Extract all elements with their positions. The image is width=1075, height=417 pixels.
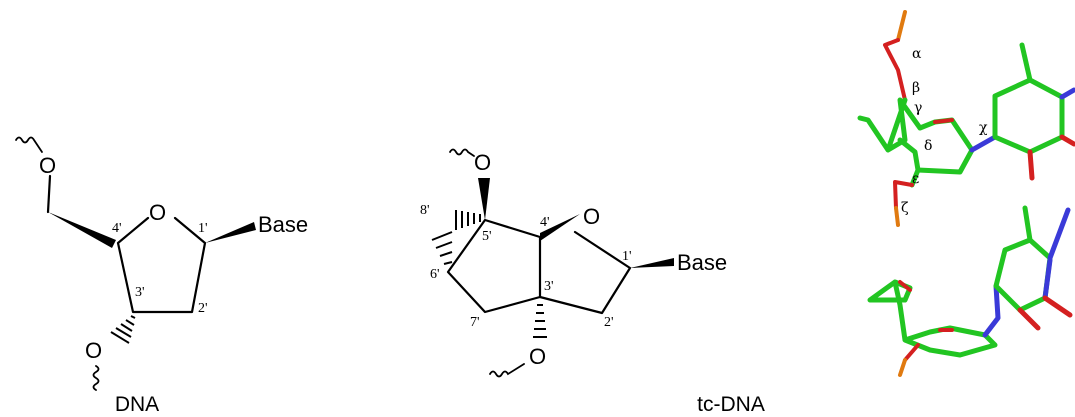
dna-wedge-base: [205, 222, 256, 243]
bottom-backbone-oxygen: [903, 343, 920, 362]
dna-wavy-bond-bottom: [92, 365, 100, 391]
dna-o3-label: O: [85, 338, 102, 363]
tcdna-position-1: 1': [622, 249, 632, 264]
tcdna-ring-oxygen-label: O: [583, 204, 600, 229]
tcdna-hash-c6-c8: [431, 231, 453, 265]
top-lower-phosphorus: [894, 206, 900, 227]
stick-model-bottom: [867, 205, 1073, 377]
tcdna-position-7: 7': [470, 315, 480, 330]
top-backbone-phosphorus: [896, 10, 907, 42]
tcdna-position-6: 6': [430, 267, 440, 282]
tcdna-hash-c5-c8: [455, 210, 481, 230]
tcdna-wedge-c4-o4: [540, 214, 580, 241]
torsion-zeta-label: ζ: [901, 200, 909, 216]
bottom-base-nitrogen: [1042, 207, 1071, 301]
tcdna-position-4: 4': [540, 215, 550, 230]
tcdna-structure: O O Base O 8' 5' 4' 1' 6' 3' 7' 2' tc-DN…: [420, 148, 765, 416]
top-lower-backbone: [893, 180, 914, 210]
dna-ring-oxygen-label: O: [149, 200, 166, 225]
bottom-sugar-carbons: [867, 279, 998, 358]
tcdna-rings: [446, 218, 632, 315]
tcdna-caption: tc-DNA: [697, 393, 765, 416]
top-base-oxygen: [1027, 134, 1075, 181]
dna-position-3: 3': [135, 285, 145, 300]
tcdna-wavy-bond-bottom: [489, 363, 525, 378]
bottom-base-ring: [993, 205, 1053, 313]
bottom-base-oxygen: [1017, 295, 1073, 331]
tcdna-o3-label: O: [529, 344, 546, 369]
dna-o5-label: O: [39, 153, 56, 178]
top-sugar-ring-oxygen: [933, 118, 954, 124]
top-glycosidic-nitrogen: [969, 134, 998, 153]
bottom-glycosidic-nitrogen: [982, 283, 1001, 338]
torsion-beta-label: β: [912, 80, 920, 96]
top-base-nitrogen: [1059, 87, 1075, 100]
bottom-backbone-phosphorus: [898, 358, 907, 377]
dna-structure: O O Base O 4' 1' 3' 2' DNA: [15, 136, 308, 416]
torsion-chi-label: χ: [979, 120, 988, 136]
tcdna-wedge-o5-c5: [478, 178, 490, 220]
dna-position-2: 2': [198, 301, 208, 316]
dna-caption: DNA: [115, 393, 159, 416]
tcdna-hash-c3-o3: [533, 304, 547, 338]
dna-hash-c3-o3: [110, 315, 136, 344]
dna-bond-o5-c5: [46, 174, 52, 214]
bottom-sugar-oxygen: [898, 280, 954, 332]
torsion-gamma-label: γ: [914, 100, 922, 116]
torsion-alpha-label: α: [912, 46, 922, 62]
dna-ring: [116, 216, 207, 314]
tcdna-wavy-bond-top: [449, 148, 475, 157]
torsion-epsilon-label: ε: [912, 171, 919, 187]
dna-position-4: 4': [112, 221, 122, 236]
tcdna-wedge-base: [630, 258, 674, 268]
tcdna-o5-label: O: [474, 150, 491, 175]
tcdna-position-2: 2': [604, 315, 614, 330]
torsion-delta-label: δ: [924, 138, 932, 154]
tcdna-base-label: Base: [677, 250, 727, 275]
top-base-ring: [992, 42, 1065, 155]
top-backbone-oxygen-upper: [883, 38, 907, 102]
tcdna-position-3: 3': [544, 279, 554, 294]
dna-position-1: 1': [198, 221, 208, 236]
tcdna-position-5: 5': [482, 229, 492, 244]
dna-wavy-bond-top: [15, 136, 43, 153]
torsion-labels: α β γ δ ε ζ χ: [901, 46, 988, 216]
tcdna-position-8: 8': [420, 203, 430, 218]
dna-base-label: Base: [258, 212, 308, 237]
dna-wedge-c5-c4: [48, 212, 116, 248]
stick-model-top: [857, 10, 1075, 227]
